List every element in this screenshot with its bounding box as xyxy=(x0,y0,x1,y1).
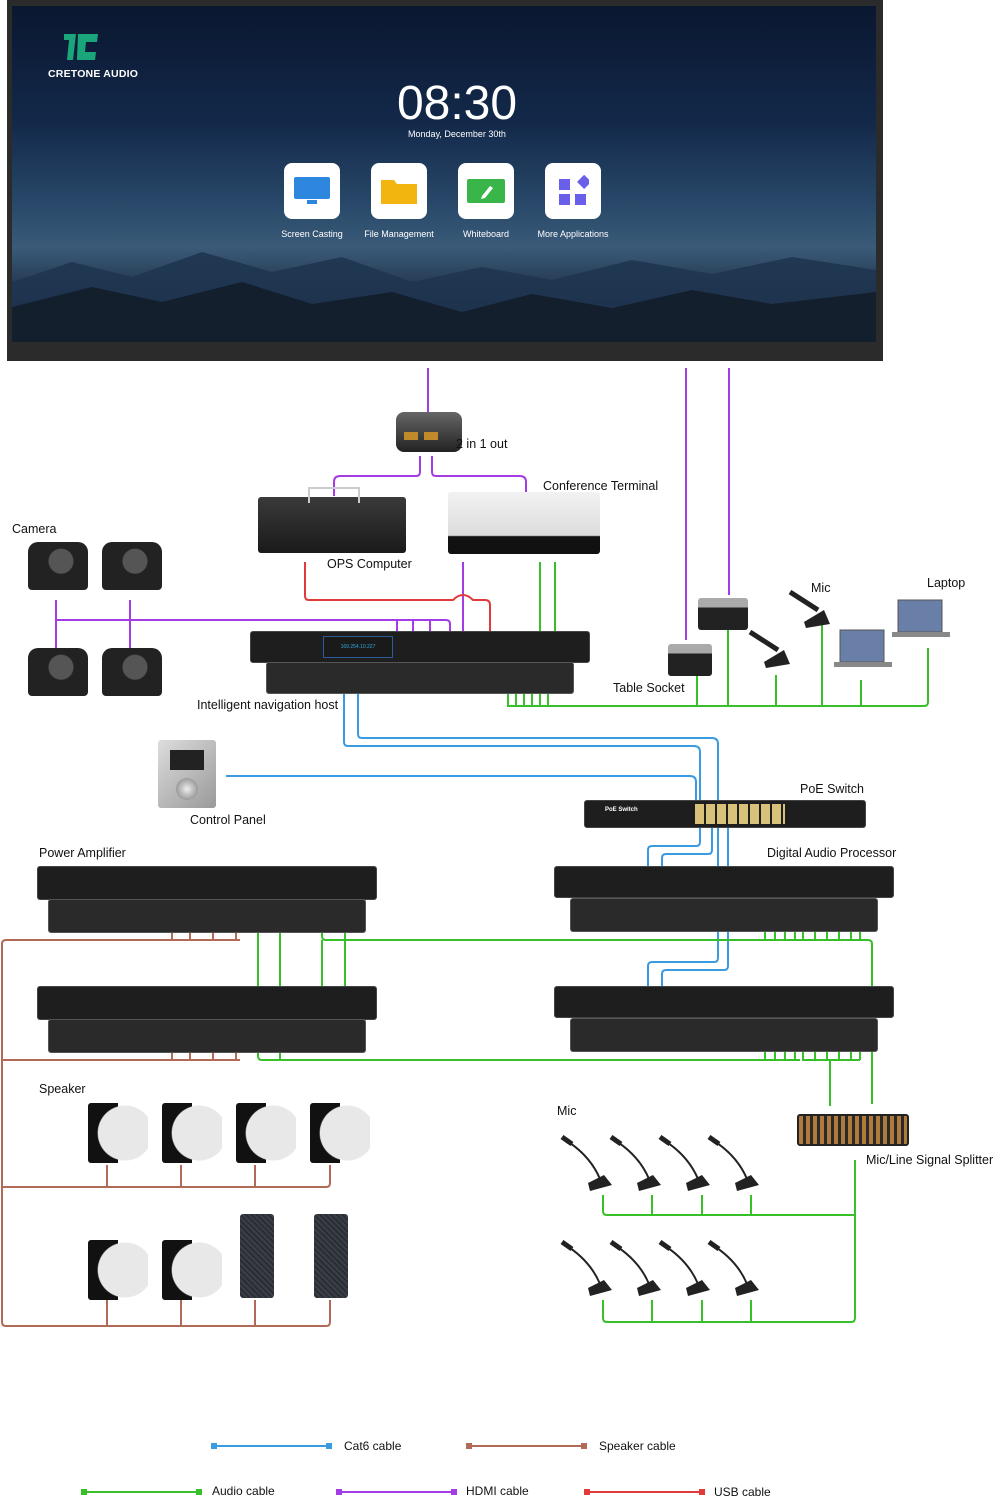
app-label: Screen Casting xyxy=(281,229,343,239)
table-socket xyxy=(698,598,748,630)
ceiling-speaker xyxy=(162,1240,222,1300)
camera xyxy=(102,542,162,590)
app-file-management[interactable]: File Management xyxy=(354,163,444,239)
mic xyxy=(788,588,832,630)
mic xyxy=(748,628,792,670)
legend-line-hdmi xyxy=(336,1489,457,1495)
conference-terminal xyxy=(448,492,600,554)
label-switcher: 2 in 1 out xyxy=(456,437,508,451)
legend-line-usb xyxy=(584,1489,705,1495)
camera xyxy=(28,648,88,696)
brand-name: CRETONE AUDIO xyxy=(48,68,139,80)
control-panel xyxy=(158,740,216,808)
app-label: File Management xyxy=(364,229,434,239)
nav-host-ip-display: 169.254.10.227 xyxy=(323,636,393,658)
label-speaker: Speaker xyxy=(39,1082,86,1096)
cretone-logo-icon xyxy=(60,30,100,69)
label-conference-terminal: Conference Terminal xyxy=(543,479,659,493)
legend-label-cat6: Cat6 cable xyxy=(344,1439,402,1453)
table-socket xyxy=(668,644,712,676)
ops-computer xyxy=(258,487,406,553)
nav-host-rear xyxy=(266,662,574,694)
ceiling-speaker xyxy=(88,1240,148,1300)
monitor-icon xyxy=(294,177,330,204)
dsp-front xyxy=(554,866,894,898)
power-amplifier-front xyxy=(37,986,377,1020)
app-more-applications[interactable]: More Applications xyxy=(528,163,618,239)
legend-line-cat6 xyxy=(211,1443,332,1449)
gooseneck-mic xyxy=(560,1239,630,1298)
laptop xyxy=(834,628,892,670)
date: Monday, December 30th xyxy=(408,129,506,139)
poe-switch-plate: PoE Switch xyxy=(605,807,638,813)
legend-label-audio: Audio cable xyxy=(212,1484,275,1498)
column-speaker xyxy=(314,1214,348,1298)
label-poe-switch: PoE Switch xyxy=(800,782,864,796)
folder-icon xyxy=(381,180,417,204)
label-nav-host: Intelligent navigation host xyxy=(197,698,339,712)
label-table-socket: Table Socket xyxy=(613,681,685,695)
label-control-panel: Control Panel xyxy=(190,813,266,827)
column-speaker xyxy=(240,1214,274,1298)
power-amplifier-rear xyxy=(48,899,366,933)
label-mic-top: Mic xyxy=(811,581,831,595)
gooseneck-mic xyxy=(658,1134,728,1193)
dsp-rear xyxy=(570,1018,878,1052)
camera xyxy=(102,648,162,696)
app-whiteboard[interactable]: Whiteboard xyxy=(441,163,531,239)
ceiling-speaker xyxy=(310,1103,370,1163)
label-ops-computer: OPS Computer xyxy=(327,557,412,571)
poe-switch: PoE Switch xyxy=(584,800,866,828)
dsp-front xyxy=(554,986,894,1018)
display-screen: CRETONE AUDIO 08:30 Monday, December 30t… xyxy=(12,6,876,342)
legend-line-audio xyxy=(81,1489,202,1495)
gooseneck-mic xyxy=(707,1134,777,1193)
ceiling-speaker xyxy=(236,1103,296,1163)
legend-label-hdmi: HDMI cable xyxy=(466,1484,529,1498)
label-dsp: Digital Audio Processor xyxy=(767,846,897,860)
gooseneck-mic xyxy=(707,1239,777,1298)
app-label: Whiteboard xyxy=(462,229,510,239)
clock: 08:30 xyxy=(396,77,518,130)
ceiling-speaker xyxy=(88,1103,148,1163)
app-label: More Applications xyxy=(537,229,609,239)
signal-splitter xyxy=(797,1114,909,1146)
hdmi-switcher xyxy=(396,412,462,452)
dsp-rear xyxy=(570,898,878,932)
label-power-amplifier: Power Amplifier xyxy=(39,846,126,860)
ceiling-speaker xyxy=(162,1103,222,1163)
legend-label-speaker: Speaker cable xyxy=(599,1439,676,1453)
camera xyxy=(28,542,88,590)
power-amplifier-front xyxy=(37,866,377,900)
label-camera: Camera xyxy=(12,522,57,536)
gooseneck-mic xyxy=(658,1239,728,1298)
app-screen-casting[interactable]: Screen Casting xyxy=(267,163,357,239)
pencil-board-icon xyxy=(467,179,505,203)
laptop xyxy=(892,598,950,640)
speaker-cables xyxy=(1,925,331,1327)
legend-line-speaker xyxy=(466,1443,587,1449)
label-mic-bottom: Mic xyxy=(557,1104,577,1118)
power-amplifier-rear xyxy=(48,1019,366,1053)
label-splitter: Mic/Line Signal Splitter xyxy=(866,1153,993,1167)
mountain-background xyxy=(12,252,876,342)
label-laptop: Laptop xyxy=(927,576,966,590)
gooseneck-mic xyxy=(609,1239,679,1298)
gooseneck-mic xyxy=(560,1134,630,1193)
apps-grid-icon xyxy=(559,175,589,205)
gooseneck-mic xyxy=(609,1134,679,1193)
nav-host-front: 169.254.10.227 xyxy=(250,631,590,663)
legend-label-usb: USB cable xyxy=(714,1485,771,1499)
cat6-cables xyxy=(226,676,729,1036)
usb-cable xyxy=(304,562,491,665)
